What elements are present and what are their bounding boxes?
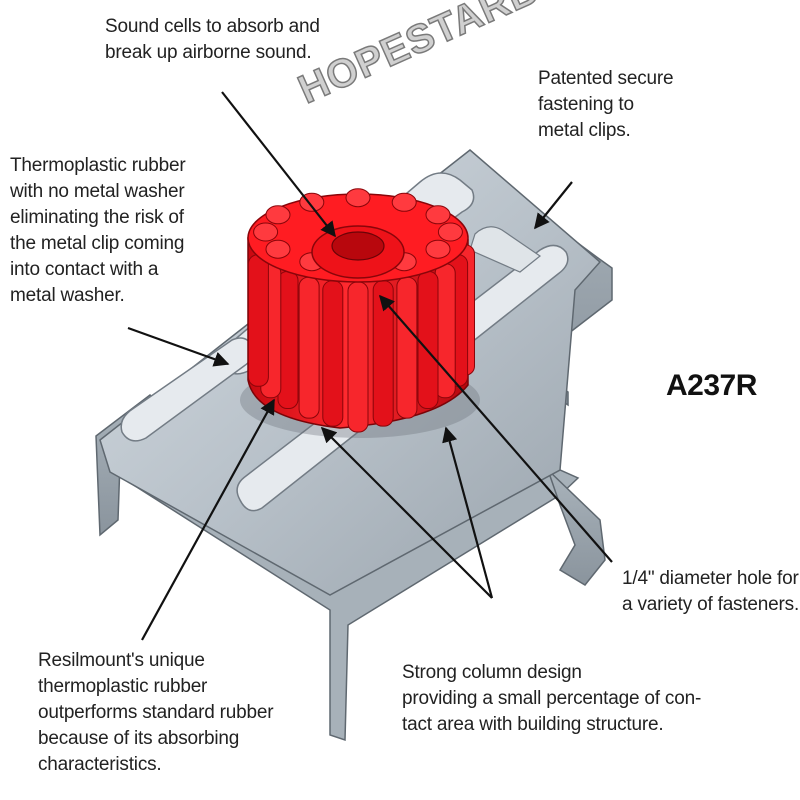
arrow-sound-cells: [221, 91, 336, 238]
rubber-columns: [247, 244, 475, 433]
rubber-column: [417, 271, 439, 409]
callout-strong-column: Strong column design providing a small p…: [402, 662, 702, 735]
rubber-column: [247, 254, 269, 387]
sound-cell-bump: [425, 205, 451, 225]
rubber-mount: [240, 188, 480, 438]
callout-arrows: [127, 91, 613, 641]
clip-slot-right: [469, 226, 542, 273]
sound-cell-bump: [253, 222, 279, 242]
sound-cell-bump: [391, 192, 417, 212]
model-number: A237R: [666, 369, 757, 402]
arrow-strong-right: [442, 426, 494, 599]
rubber-column: [347, 281, 369, 433]
callout-patented-fastening: Patented secure fastening to metal clips…: [538, 68, 674, 141]
rubber-column: [298, 276, 320, 419]
callout-diameter-hole: 1/4" diameter hole for a variety of fast…: [622, 568, 800, 615]
sound-cell-bump: [437, 222, 463, 242]
clip-right-flange: [547, 469, 606, 586]
arrow-strong-left: [320, 426, 493, 599]
sound-cell-bump: [265, 239, 291, 259]
rubber-column: [322, 280, 344, 427]
callout-sound-cells: Sound cells to absorb and break up airbo…: [105, 16, 320, 63]
sound-cell-bump: [265, 205, 291, 225]
arrow-resilmount: [141, 398, 275, 641]
callout-resilmount: Resilmount's unique thermoplastic rubber…: [38, 650, 274, 775]
sound-cells: [253, 188, 463, 276]
arrow-hole: [378, 294, 613, 563]
rubber-column: [372, 280, 394, 427]
rubber-column: [396, 276, 418, 419]
sound-cell-bump: [425, 239, 451, 259]
fastener-hole: [331, 231, 385, 261]
sound-cell-bump: [345, 188, 371, 208]
arrow-patented: [534, 181, 573, 230]
arrow-thermoplastic: [127, 326, 230, 367]
callout-thermoplastic-rubber: Thermoplastic rubber with no metal washe…: [10, 155, 186, 306]
